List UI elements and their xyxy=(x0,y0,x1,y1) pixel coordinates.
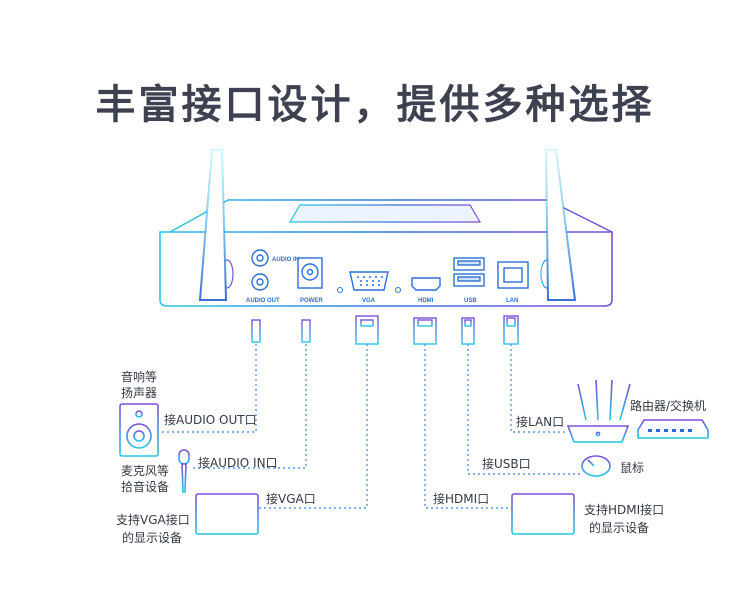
usb-port-icon xyxy=(453,257,485,287)
usb-connection-label: 接USB口 xyxy=(482,457,531,471)
speaker-label-line2: 扬声器 xyxy=(121,386,158,400)
power-port-icon xyxy=(297,257,323,289)
audio-out-plug-icon xyxy=(251,312,261,343)
vga-display-icon xyxy=(195,493,259,542)
hdmi-display-icon xyxy=(511,493,575,542)
hdmi-port-label: HDMI xyxy=(418,298,434,304)
audio-in-connection-label: 接AUDIO IN口 xyxy=(198,456,278,470)
nvr-device xyxy=(159,199,613,307)
headline: 丰富接口设计，提供多种选择 xyxy=(95,82,655,128)
microphone-label-line2: 拾音设备 xyxy=(121,480,170,494)
vga-connection-label: 接VGA口 xyxy=(266,492,316,506)
audio-in-port-icon xyxy=(251,249,269,267)
audio-out-port-icon xyxy=(251,273,269,291)
switch-icon xyxy=(637,419,709,439)
mouse-label: 鼠标 xyxy=(620,461,645,475)
lan-port-label: LAN xyxy=(506,298,518,304)
vga-port-label: VGA xyxy=(362,298,376,304)
connection-lines xyxy=(160,344,580,509)
lan-connection-label: 接LAN口 xyxy=(516,415,565,429)
speaker-icon xyxy=(119,403,159,457)
router-icon xyxy=(566,379,631,443)
usb-port-label: USB xyxy=(464,298,477,304)
hdmi-display-label-line1: 支持HDMI接口 xyxy=(584,503,665,517)
speaker-label-line1: 音响等 xyxy=(121,370,158,384)
hdmi-plug-icon xyxy=(413,317,437,345)
antenna-right-icon xyxy=(544,149,577,301)
microphone-label-line1: 麦克风等 xyxy=(121,464,170,478)
mouse-icon xyxy=(581,455,611,477)
microphone-icon xyxy=(178,449,190,493)
hdmi-port-icon xyxy=(411,277,441,291)
audio-out-connection-label: 接AUDIO OUT口 xyxy=(164,413,257,427)
vga-port-icon xyxy=(349,271,389,291)
hdmi-connection-label: 接HDMI口 xyxy=(433,492,490,506)
router-label: 路由器/交换机 xyxy=(630,399,707,413)
vga-display-label-line1: 支持VGA接口 xyxy=(116,513,190,527)
antenna-left-icon xyxy=(198,149,228,301)
usb-plug-icon xyxy=(461,317,475,345)
audio-in-plug-icon xyxy=(301,312,311,343)
audio-out-port-label: AUDIO OUT xyxy=(246,298,280,304)
lan-port-icon xyxy=(497,261,529,289)
hdmi-display-label-line2: 的显示设备 xyxy=(589,521,650,535)
vga-display-label-line2: 的显示设备 xyxy=(122,531,183,545)
power-port-label: POWER xyxy=(300,298,323,304)
audio-in-port-label: AUDIO IN xyxy=(272,257,299,263)
vga-plug-icon xyxy=(355,315,379,345)
lan-plug-icon xyxy=(503,315,519,345)
